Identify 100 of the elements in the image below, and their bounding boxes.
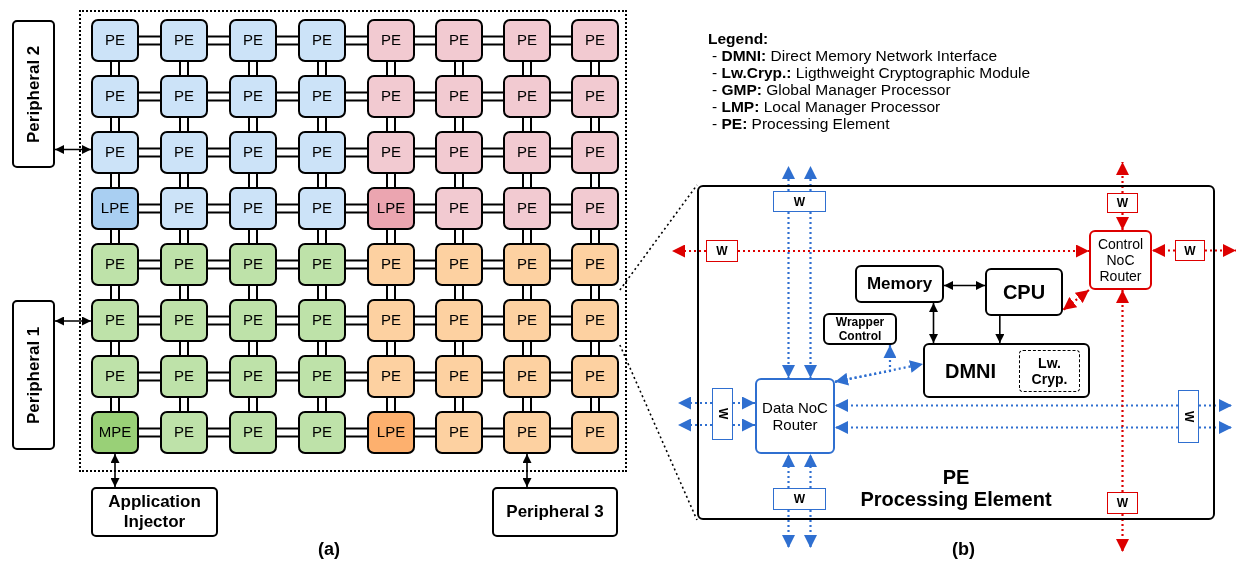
memory-block: Memory (855, 265, 944, 303)
link-line (276, 315, 299, 326)
processing-element-tile: PE (298, 299, 346, 342)
processing-element-tile: PE (160, 187, 208, 230)
arrow (1116, 514, 1129, 552)
arrow (804, 454, 817, 488)
link-line (454, 229, 464, 244)
link-line (110, 117, 120, 132)
link-line (317, 229, 327, 244)
link-line (345, 203, 368, 214)
link-line (317, 117, 327, 132)
block-label: DMNI (945, 358, 997, 384)
link-line (207, 35, 230, 46)
processing-element-tile: PE (160, 411, 208, 454)
link-line (179, 229, 189, 244)
link-line (317, 397, 327, 412)
link-line (386, 397, 396, 412)
processing-element-tile: PE (160, 131, 208, 174)
processing-element-tile: PE (503, 411, 551, 454)
link-line (248, 229, 258, 244)
link-line (522, 117, 532, 132)
link-line (454, 117, 464, 132)
legend-entry: - LMP: Local Manager Processor (712, 98, 941, 115)
link-line (317, 285, 327, 300)
processing-element-tile: PE (435, 299, 483, 342)
processing-element-tile: PE (229, 187, 277, 230)
processing-element-tile: MPE (91, 411, 139, 454)
processing-element-tile: LPE (367, 411, 415, 454)
pe-detail-panel (697, 185, 1215, 520)
arrow (1205, 244, 1236, 257)
link-line (414, 315, 436, 326)
link-line (522, 173, 532, 188)
link-line (482, 203, 504, 214)
link-line (414, 259, 436, 270)
processing-element-tile: PE (229, 299, 277, 342)
zoom-guide-line (619, 184, 698, 291)
processing-element-tile: PE (435, 75, 483, 118)
link-line (386, 341, 396, 356)
arrow (733, 396, 755, 410)
link-line (276, 35, 299, 46)
arrow (1199, 421, 1232, 434)
dmni-block (923, 343, 1090, 398)
link-line (345, 147, 368, 158)
link-line (207, 259, 230, 270)
link-line (317, 61, 327, 76)
arrow (54, 145, 92, 154)
link-line (482, 371, 504, 382)
processing-element-tile: PE (435, 243, 483, 286)
link-line (248, 397, 258, 412)
arrow (804, 510, 817, 548)
arrow (733, 418, 755, 432)
processing-element-tile: PE (571, 299, 619, 342)
processing-element-tile: PE (503, 75, 551, 118)
link-line (414, 427, 436, 438)
link-line (179, 117, 189, 132)
link-line (454, 61, 464, 76)
peripheral-box: Peripheral 1 (12, 300, 55, 450)
processing-element-tile: PE (367, 19, 415, 62)
link-line (590, 229, 600, 244)
processing-element-tile: PE (160, 19, 208, 62)
link-line (207, 371, 230, 382)
link-line (179, 285, 189, 300)
arrow (782, 166, 795, 191)
processing-element-tile: PE (229, 411, 277, 454)
processing-element-tile: PE (91, 299, 139, 342)
link-line (138, 203, 161, 214)
figure-label: (a) (318, 538, 340, 561)
crypto-module-box: Lw. Cryp. (1019, 350, 1080, 392)
cpu-block: CPU (985, 268, 1063, 316)
link-line (345, 91, 368, 102)
link-line (248, 341, 258, 356)
processing-element-tile: PE (571, 19, 619, 62)
link-line (386, 173, 396, 188)
arrow (995, 315, 1005, 344)
peripheral-box: Peripheral 2 (12, 20, 55, 168)
panel-title: Processing Element (860, 488, 1052, 510)
figure-label: (b) (952, 538, 975, 561)
processing-element-tile: PE (160, 243, 208, 286)
legend-entry: - DMNI: Direct Memory Network Interface (712, 47, 998, 64)
processing-element-tile: PE (571, 75, 619, 118)
arrow (782, 454, 795, 488)
link-line (386, 285, 396, 300)
zoom-guide-line (619, 344, 698, 521)
link-line (179, 397, 189, 412)
processing-element-tile: PE (91, 75, 139, 118)
link-line (590, 397, 600, 412)
link-line (482, 315, 504, 326)
processing-element-tile: PE (435, 19, 483, 62)
processing-element-tile: PE (229, 75, 277, 118)
link-line (482, 35, 504, 46)
processing-element-tile: PE (298, 75, 346, 118)
link-line (522, 61, 532, 76)
link-line (454, 397, 464, 412)
legend-heading: Legend: (708, 30, 769, 47)
link-line (454, 285, 464, 300)
link-line (414, 203, 436, 214)
link-line (522, 285, 532, 300)
processing-element-tile: PE (367, 131, 415, 174)
link-line (317, 341, 327, 356)
arrow (672, 244, 706, 258)
